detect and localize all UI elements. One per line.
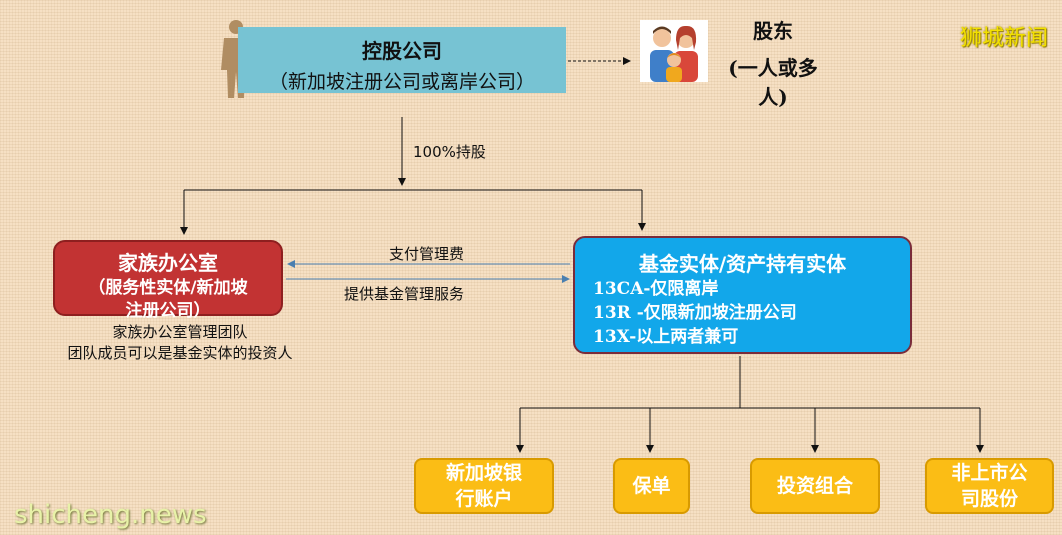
asset-label-line1: 保单 [632, 475, 671, 497]
asset-label-line1: 非上市公 [951, 462, 1028, 484]
asset-label-line1: 投资组合 [776, 475, 853, 497]
asset-insurance-policy: 保单 [613, 458, 690, 514]
asset-label-line2: 行账户 [455, 488, 513, 510]
holding-company-title: 控股公司 [362, 39, 442, 63]
asset-unlisted-shares: 非上市公 司股份 [925, 458, 1054, 514]
fund-entity-item: 13X-以上两者兼可 [593, 327, 739, 347]
family-office-note: 家族办公室管理团队 团队成员可以是基金实体的投资人 [55, 322, 305, 364]
provide-service-label: 提供基金管理服务 [344, 285, 465, 303]
holding-company-box: 控股公司 （新加坡注册公司或离岸公司） [238, 27, 566, 93]
family-office-title: 家族办公室 [118, 251, 218, 275]
asset-investment-portfolio: 投资组合 [750, 458, 880, 514]
asset-label-line1: 新加坡银 [445, 462, 522, 484]
family-office-subtitle-2: 注册公司） [125, 301, 211, 321]
family-office-box: 家族办公室 （服务性实体/新加坡 注册公司） [53, 240, 283, 321]
shareholders-title: 股东 [753, 19, 793, 43]
shareholders-label: 股东 (一人或多人) [718, 15, 828, 110]
asset-label-line2: 司股份 [960, 488, 1018, 510]
holding-company-subtitle: （新加坡注册公司或离岸公司） [268, 71, 535, 93]
pay-fee-label: 支付管理费 [389, 245, 465, 263]
fund-entity-item: 13CA-仅限离岸 [593, 279, 719, 299]
fund-entity-box: 基金实体/资产持有实体 13CA-仅限离岸 13R -仅限新加坡注册公司 13X… [573, 236, 912, 354]
watermark-text: shicheng.news [14, 500, 207, 530]
shareholders-subtitle: (一人或多人) [728, 56, 818, 109]
family-office-subtitle-1: （服务性实体/新加坡 [88, 278, 248, 298]
fund-entity-title: 基金实体/资产持有实体 [638, 252, 847, 276]
family-office-note-line2: 团队成员可以是基金实体的投资人 [67, 344, 293, 362]
family-icon [640, 20, 708, 82]
asset-bank-account: 新加坡银 行账户 [414, 458, 554, 514]
fund-entity-item: 13R -仅限新加坡注册公司 [593, 303, 797, 323]
brand-logo-text: 狮城新闻 [959, 26, 1048, 51]
ownership-label: 100%持股 [413, 143, 486, 161]
family-office-note-line1: 家族办公室管理团队 [112, 323, 248, 341]
